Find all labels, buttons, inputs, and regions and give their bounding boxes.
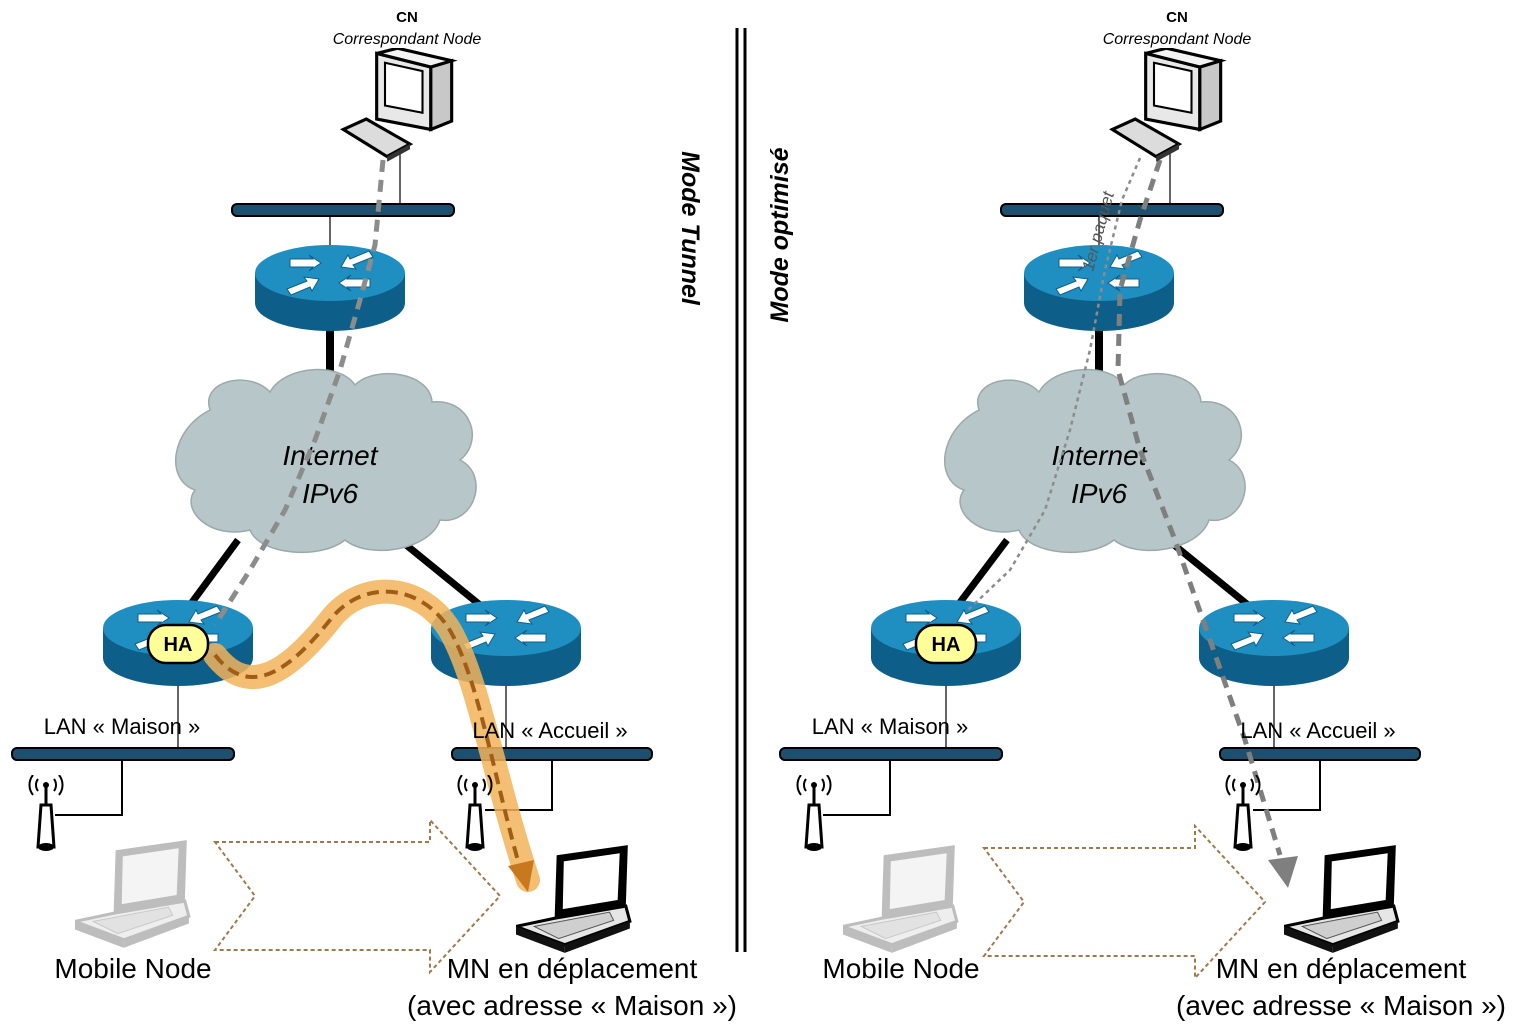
moved-node-label-line2: (avec adresse « Maison ») bbox=[1176, 990, 1506, 1021]
visited-antenna-icon bbox=[456, 775, 494, 853]
moved-node-label-line1: MN en déplacement bbox=[1216, 953, 1467, 984]
moved-node-label-line1: MN en déplacement bbox=[447, 953, 698, 984]
optimized-packet-path bbox=[1115, 159, 1283, 856]
cn-computer-icon bbox=[341, 48, 454, 163]
home-antenna-icon bbox=[795, 775, 833, 853]
move-arrow bbox=[982, 823, 1267, 981]
mobile-node-ghost-laptop-icon bbox=[843, 845, 959, 955]
home-antenna-icon bbox=[27, 775, 65, 853]
cloud-label-line2: IPv6 bbox=[1071, 478, 1127, 509]
cn-computer-icon bbox=[1110, 48, 1223, 163]
home-ap-link bbox=[55, 760, 123, 816]
internet-cloud bbox=[174, 368, 477, 553]
cloud-label-line1: Internet bbox=[1052, 440, 1148, 471]
move-arrow bbox=[213, 817, 502, 975]
home-ap-link bbox=[823, 760, 891, 816]
router-visited bbox=[1199, 600, 1349, 686]
lan-visited-bus bbox=[1219, 747, 1421, 761]
first-packet-path bbox=[967, 157, 1142, 611]
visited-antenna-icon bbox=[1224, 775, 1262, 853]
ha-badge bbox=[914, 623, 978, 665]
tunnel-arrowhead bbox=[508, 860, 534, 892]
mode-label-optimized: Mode optimisé bbox=[766, 147, 794, 322]
lan-home-label: LAN « Maison » bbox=[44, 714, 201, 739]
lan-home-label: LAN « Maison » bbox=[812, 714, 969, 739]
visited-ap-link bbox=[1253, 760, 1321, 811]
mobile-node-label: Mobile Node bbox=[822, 953, 979, 984]
cloud-visited-router-link bbox=[397, 537, 483, 608]
moved-laptop-icon bbox=[1284, 845, 1400, 955]
panel-left: Internet IPv6 HA CN Correspondant Node L… bbox=[11, 9, 737, 1021]
cn-to-ha-packet-path bbox=[212, 159, 386, 627]
lan-visited-label: LAN « Accueil » bbox=[1240, 718, 1395, 743]
panel-right: Internet IPv6 1er paquet HA CN Correspon… bbox=[766, 9, 1506, 1021]
mode-label-tunnel: Mode Tunnel bbox=[676, 151, 704, 306]
router-cn bbox=[255, 245, 405, 331]
cn-title: CN bbox=[396, 9, 418, 26]
cn-subtitle: Correspondant Node bbox=[1103, 31, 1252, 48]
cloud-ha-link bbox=[187, 537, 241, 608]
cn-subtitle: Correspondant Node bbox=[333, 31, 482, 48]
ha-label: HA bbox=[164, 634, 193, 656]
moved-node-label-line2: (avec adresse « Maison ») bbox=[407, 990, 737, 1021]
cn-bus-bar bbox=[231, 203, 455, 217]
lan-home-bus bbox=[779, 747, 1003, 761]
lan-home-bus bbox=[11, 747, 235, 761]
mobile-node-label: Mobile Node bbox=[54, 953, 211, 984]
optimized-arrowhead bbox=[1268, 856, 1298, 888]
cloud-ha-link bbox=[955, 537, 1010, 608]
cn-title: CN bbox=[1166, 9, 1188, 26]
tunnel-dashed-line bbox=[213, 589, 522, 869]
cloud-label-line2: IPv6 bbox=[302, 478, 358, 509]
mobile-node-ghost-laptop-icon bbox=[75, 840, 191, 950]
cn-bus-bar bbox=[1000, 203, 1224, 217]
lan-visited-label: LAN « Accueil » bbox=[472, 718, 627, 743]
ha-label: HA bbox=[932, 634, 961, 656]
cloud-label-line1: Internet bbox=[283, 440, 379, 471]
ha-badge bbox=[146, 623, 210, 665]
